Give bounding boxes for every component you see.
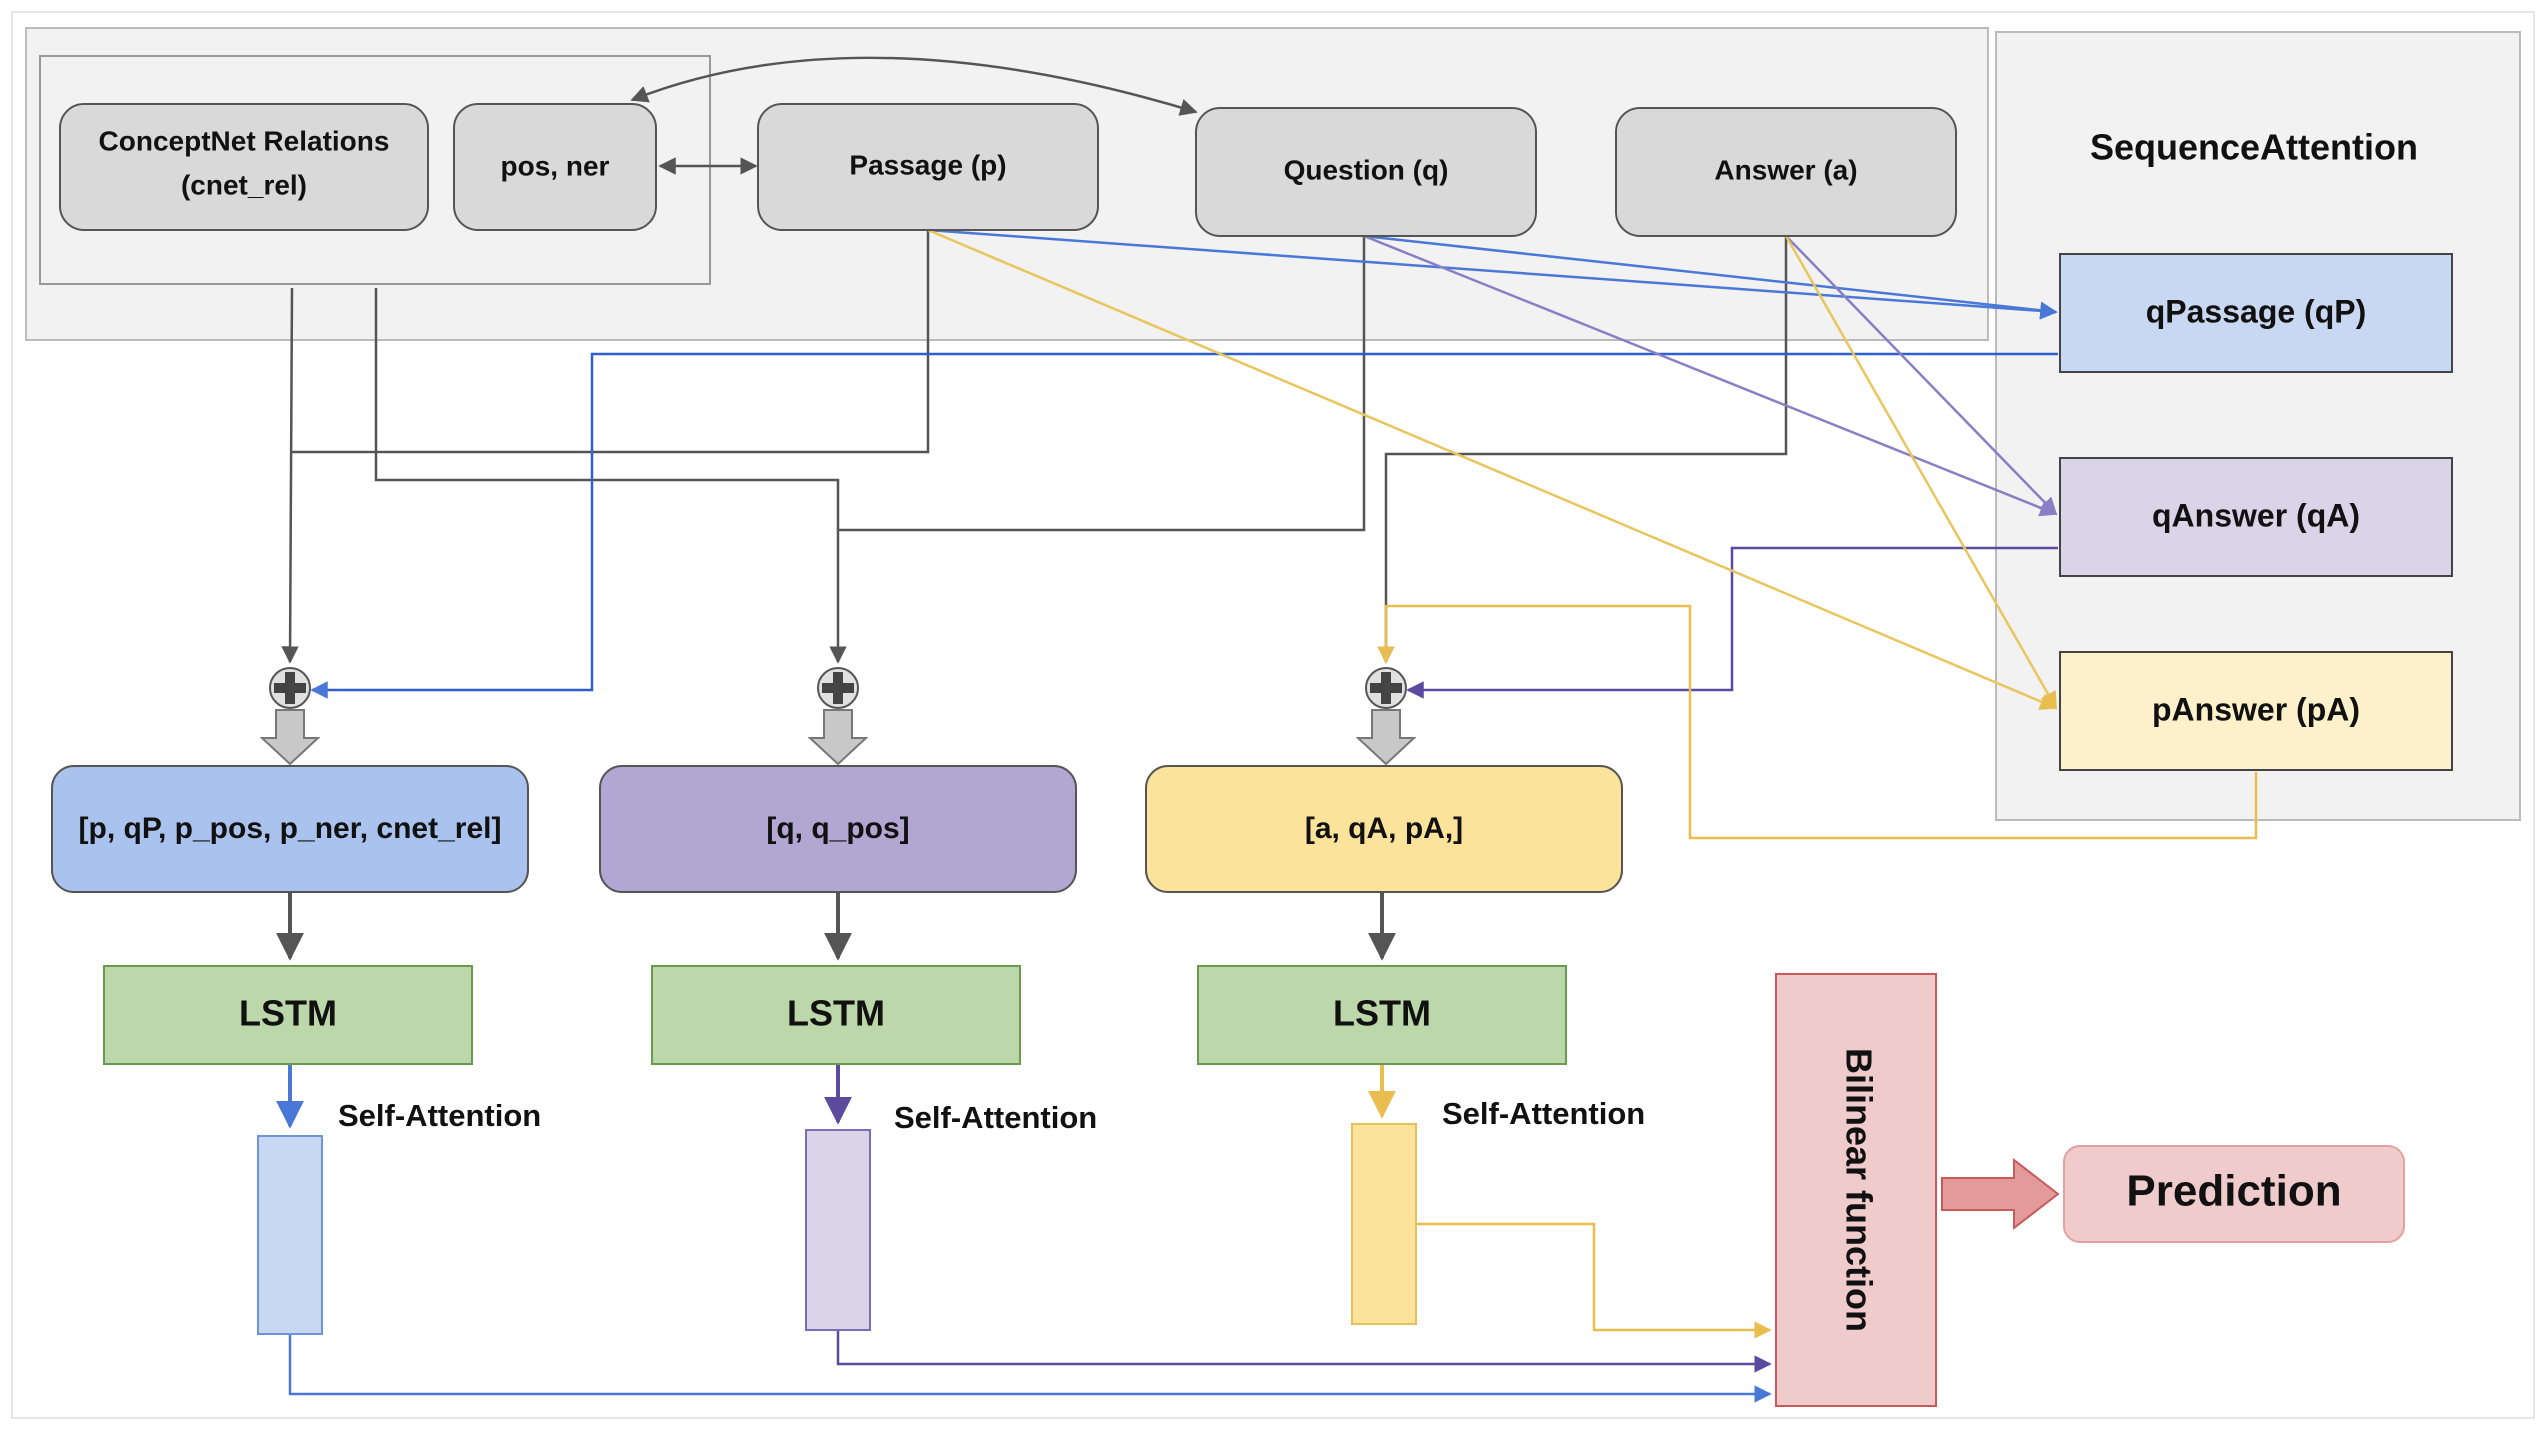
node-pos-ner-label: pos, ner [501, 150, 610, 181]
node-passage: Passage (p) [757, 103, 1099, 231]
node-qpassage-label: qPassage (qP) [2146, 293, 2367, 329]
arrow-selfatt2-bilinear [836, 1326, 1772, 1373]
fat-arrow-2 [807, 709, 869, 766]
arrow-qpassage-plus1 [310, 352, 2058, 699]
node-conceptnet-line1: ConceptNet Relations [99, 125, 390, 156]
node-panswer-label: pAnswer (pA) [2152, 691, 2360, 727]
arrow-selfatt3-bilinear [1412, 1222, 1772, 1339]
fat-arrow-prediction [1941, 1157, 2060, 1231]
line-cnet-plus1 [281, 287, 299, 664]
node-qpassage: qPassage (qP) [2059, 253, 2453, 373]
concat-plus-3 [1365, 667, 1407, 709]
node-answer-label: Answer (a) [1714, 154, 1857, 185]
lstm-question-label: LSTM [787, 993, 885, 1034]
prediction-node: Prediction [2063, 1145, 2405, 1243]
concat-plus-1 [269, 667, 311, 709]
line-passage-plus1 [292, 230, 930, 454]
concat-box-question: [q, q_pos] [599, 765, 1077, 893]
arrow-selfatt1-bilinear [288, 1332, 1772, 1403]
arrow-question-qpassage [1363, 234, 2058, 319]
self-attention-question-label: Self-Attention [894, 1100, 1097, 1135]
node-conceptnet-line2: (cnet_rel) [181, 169, 307, 200]
bilinear-function-label: Bilinear function [1838, 1048, 1879, 1332]
self-attention-passage-bar [257, 1135, 323, 1335]
self-attention-passage-label: Self-Attention [338, 1098, 541, 1133]
arrow-passage-qpassage [927, 228, 2058, 320]
node-qanswer-label: qAnswer (qA) [2152, 497, 2360, 533]
node-pos-ner: pos, ner [453, 103, 657, 231]
fat-arrow-1 [259, 709, 321, 766]
node-passage-label: Passage (p) [849, 149, 1006, 180]
node-question: Question (q) [1195, 107, 1537, 237]
arrow-passage-panswer [927, 228, 2058, 710]
arrow-qanswer-plus3 [1406, 546, 2058, 699]
arrow-answer-qanswer [1785, 235, 2058, 516]
line-question-plus2 [838, 236, 1366, 532]
concat-box-answer: [a, qA, pA,] [1145, 765, 1623, 893]
line-cnet-plus2 [374, 288, 847, 664]
node-answer: Answer (a) [1615, 107, 1957, 237]
concat-box-answer-label: [a, qA, pA,] [1305, 812, 1463, 845]
fat-arrow-3 [1355, 709, 1417, 766]
lstm-passage: LSTM [103, 965, 473, 1065]
prediction-label: Prediction [2126, 1167, 2341, 1216]
node-question-label: Question (q) [1284, 154, 1449, 185]
bilinear-function: Bilinear function [1775, 973, 1937, 1407]
node-qanswer: qAnswer (qA) [2059, 457, 2453, 577]
lstm-passage-label: LSTM [239, 993, 337, 1034]
concat-box-passage-label: [p, qP, p_pos, p_ner, cnet_rel] [79, 812, 502, 845]
line-answer-plus3 [1377, 236, 1788, 664]
arrow-posner-question [630, 56, 1198, 116]
node-conceptnet: ConceptNet Relations (cnet_rel) [59, 103, 429, 231]
concat-plus-2 [817, 667, 859, 709]
self-attention-answer-bar [1351, 1123, 1417, 1325]
concat-box-passage: [p, qP, p_pos, p_ner, cnet_rel] [51, 765, 529, 893]
concat-box-question-label: [q, q_pos] [766, 812, 909, 845]
sequence-attention-title: SequenceAttention [2090, 127, 2418, 168]
lstm-answer-label: LSTM [1333, 993, 1431, 1034]
arrow-panswer-plus3 [1377, 604, 2258, 840]
lstm-question: LSTM [651, 965, 1021, 1065]
arrow-question-qanswer [1363, 234, 2058, 517]
node-panswer: pAnswer (pA) [2059, 651, 2453, 771]
arrow-answer-panswer [1784, 235, 2058, 710]
lstm-answer: LSTM [1197, 965, 1567, 1065]
self-attention-answer-label: Self-Attention [1442, 1096, 1645, 1131]
self-attention-question-bar [805, 1129, 871, 1331]
